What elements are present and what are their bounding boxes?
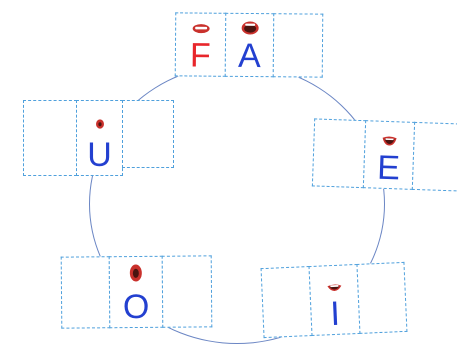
empty-box[interactable] [411,121,457,192]
bottom-right-letter-group: I [260,261,408,339]
empty-box[interactable] [122,100,174,168]
letter-u: U [87,136,112,174]
bottom-left-letter-group: O [60,255,213,329]
letter-box-f[interactable]: F [174,12,227,77]
letter-e: E [376,148,401,188]
mouth-narrow-icon [326,284,341,291]
mouth-round-open-icon [129,264,142,282]
letter-i: I [329,294,341,334]
empty-box[interactable] [161,255,213,328]
left-letter-group: U [23,100,174,176]
letter-f: F [189,36,211,75]
empty-box[interactable] [260,266,313,339]
empty-box[interactable] [272,13,324,78]
letter-box-a[interactable]: A [224,12,275,78]
letter-box-o[interactable]: O [108,255,164,329]
mouth-pursed-icon [95,119,104,129]
letter-box-e[interactable]: E [362,120,416,190]
mouth-bite-lip-icon [192,24,210,34]
empty-box[interactable] [23,100,77,176]
letter-a: A [237,36,261,76]
empty-box[interactable] [60,256,111,329]
empty-box[interactable] [356,261,408,334]
mouth-smile-open-icon [382,136,397,146]
letter-box-u[interactable]: U [76,100,123,176]
empty-box[interactable] [311,118,367,189]
right-letter-group: E [311,118,457,192]
mouth-open-wide-icon [241,21,259,35]
top-letter-group: F A [174,12,324,78]
letter-o: O [122,287,150,327]
letter-box-i[interactable]: I [308,263,361,337]
